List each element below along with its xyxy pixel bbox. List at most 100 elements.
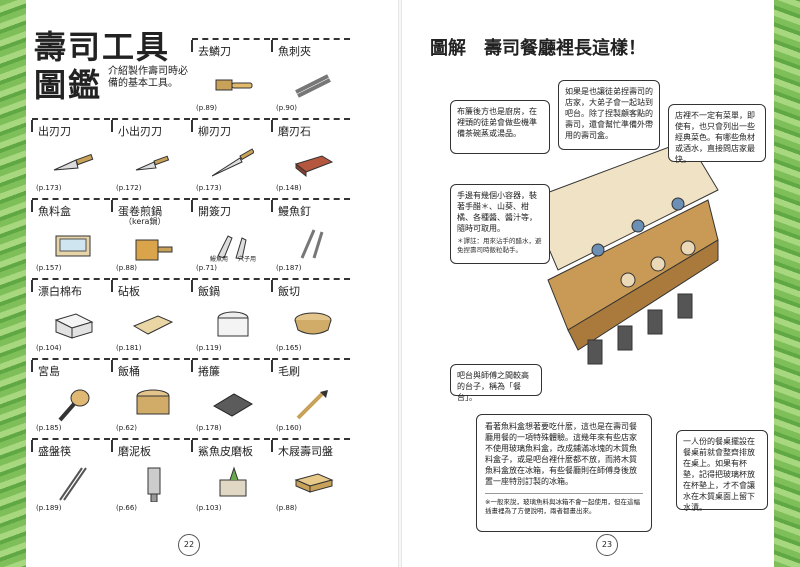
page-ref: (p.172)	[116, 184, 142, 192]
note-containers-text: 手邊有幾個小容器，裝著手醋＊、山葵、柑橘、各種醬、醬汁等，隨時可取用。	[457, 191, 537, 233]
tool-cell: 飯桶 (p.62)	[111, 358, 190, 438]
tool-cell: 鯊魚皮磨板 (p.103)	[191, 438, 270, 518]
tool-cell: 宮島 (p.185)	[31, 358, 110, 438]
tool-cell: 開簽刀 鰻魚用 穴子用 (p.71)	[191, 198, 270, 278]
page-title: 壽司工具 圖鑑	[34, 28, 170, 104]
deba-knife-icon	[53, 153, 94, 171]
tamagoyaki-pan-icon	[135, 239, 173, 261]
tool-label: 小出刃刀	[118, 125, 162, 138]
tool-label: 鯊魚皮磨板	[198, 445, 253, 458]
left-page: 壽司工具 圖鑑 介紹製作壽司時必備的基本工具。 去鱗刀 (p.89) 魚刺夾 (…	[26, 0, 400, 567]
tool-cell: 小出刃刀 (p.172)	[111, 118, 190, 198]
eel-pick-icon	[300, 229, 324, 259]
tool-label: 捲簾	[198, 365, 220, 378]
hangiri-icon	[294, 312, 332, 335]
small-deba-knife-icon	[135, 155, 170, 171]
grater-icon	[147, 467, 161, 502]
page-number: 22	[178, 534, 200, 556]
page-ref: (p.187)	[276, 264, 302, 272]
note-menu: 店裡不一定有菜單，即使有，也只會列出一些經典菜色。有哪些魚材或酒水，直接問店家最…	[668, 104, 766, 164]
restaurant-illustration	[527, 139, 719, 365]
note-fish-case: 看著魚料盒想著要吃什麼，這也是在壽司餐廳用餐的一項特殊體驗。這幾年來有些店家不使…	[476, 414, 652, 532]
rice-paddle-icon	[58, 389, 90, 422]
tool-cell: 鰻魚釘 (p.187)	[271, 198, 350, 278]
page-ref: (p.181)	[116, 344, 142, 352]
scaler-icon	[215, 79, 253, 91]
book-gutter	[398, 0, 402, 567]
page-ref: (p.148)	[276, 184, 302, 192]
brush-icon	[296, 390, 328, 420]
note-apprentice: 如果是也讓徒弟捏壽司的店家，大弟子會一起站到吧台。除了捏製顧客點的壽司，還會幫忙…	[558, 80, 660, 150]
bamboo-mat-icon	[213, 393, 253, 417]
geta-platter-icon	[294, 473, 334, 493]
tool-cell: 飯鍋 (p.119)	[191, 278, 270, 358]
title-line-2: 圖鑑	[34, 66, 103, 104]
tool-label: 飯桶	[118, 365, 140, 378]
note-placemat: 一人份的餐桌擺設在餐桌前就會整齊排放在桌上。如果有杯墊，記得把玻璃杯放在杯墊上，…	[676, 430, 768, 512]
tool-cell: 漂白棉布 (p.104)	[31, 278, 110, 358]
page-ref: (p.173)	[196, 184, 222, 192]
note-fish-case-text: 看著魚料盒想著要吃什麼，這也是在壽司餐廳用餐的一項特殊體驗。這幾年來有些店家不使…	[485, 422, 637, 486]
page-ref: (p.89)	[196, 104, 218, 112]
tweezers-icon	[295, 74, 331, 98]
note-kitchen: 布簾後方也是廚房，在裡頭的徒弟會做些機準備茶碗蒸或湯品。	[450, 100, 550, 154]
page-ref: (p.160)	[276, 424, 302, 432]
tool-label: 蛋卷煎鍋	[118, 205, 162, 218]
tool-cell: 盛盤筷 (p.189)	[31, 438, 110, 518]
page-ref: (p.189)	[36, 504, 62, 512]
cotton-cloth-icon	[54, 313, 94, 339]
tool-cell: 毛刷 (p.160)	[271, 358, 350, 438]
intro-text: 介紹製作壽司時必備的基本工具。	[108, 66, 188, 89]
page-ref: (p.185)	[36, 424, 62, 432]
tool-label: 魚刺夾	[278, 45, 311, 58]
tool-cell: 木屐壽司盤 (p.88)	[271, 438, 350, 518]
fish-case-icon	[55, 235, 91, 257]
rice-cooker-icon	[217, 311, 249, 337]
tool-label: 木屐壽司盤	[278, 445, 333, 458]
tool-label: 出刃刀	[38, 125, 71, 138]
plating-chopsticks-icon	[59, 467, 87, 501]
tool-label: 開簽刀	[198, 205, 231, 218]
page-ref: (p.119)	[196, 344, 222, 352]
sharkskin-grater-icon	[219, 466, 247, 497]
tool-cell: 磨泥板 (p.66)	[111, 438, 190, 518]
page-number: 23	[596, 534, 618, 556]
tool-cell: 捲簾 (p.178)	[191, 358, 270, 438]
page-ref: (p.88)	[116, 264, 138, 272]
page-ref: (p.66)	[116, 504, 138, 512]
tool-cell: 魚刺夾 (p.90)	[271, 38, 350, 118]
tool-cell: 飯切 (p.165)	[271, 278, 350, 358]
tool-label: 毛刷	[278, 365, 300, 378]
page-ref: (p.62)	[116, 424, 138, 432]
tool-cell: 出刃刀 (p.173)	[31, 118, 110, 198]
page-ref: (p.157)	[36, 264, 62, 272]
note-fish-case-footnote: ※一般來說，玻璃魚料與冰箱不會一起使用，但在這幅插畫裡為了方便說明，兩者都畫出來…	[485, 493, 643, 516]
left-leaf-border	[0, 0, 26, 567]
page-ref: (p.103)	[196, 504, 222, 512]
tool-cell: 蛋卷煎鍋 （kera鍋） (p.88)	[111, 198, 190, 278]
page-ref: (p.88)	[276, 504, 298, 512]
tool-cell: 柳刃刀 (p.173)	[191, 118, 270, 198]
knife-label: 鰻魚用	[210, 256, 229, 263]
tool-cell: 去鱗刀 (p.89)	[191, 38, 270, 118]
note-containers: 手邊有幾個小容器，裝著手醋＊、山葵、柑橘、各種醬、醬汁等，隨時可取用。 ＊譯註：…	[450, 184, 550, 264]
tool-label: 飯鍋	[198, 285, 220, 298]
tool-label: 砧板	[118, 285, 140, 298]
tool-label: 鰻魚釘	[278, 205, 311, 218]
tool-label: 去鱗刀	[198, 45, 231, 58]
tool-label: 盛盤筷	[38, 445, 71, 458]
title-line-1: 壽司工具	[34, 28, 171, 66]
tool-cell: 魚料盒 (p.157)	[31, 198, 110, 278]
tool-sublabel: （kera鍋）	[124, 217, 166, 226]
tool-label: 磨泥板	[118, 445, 151, 458]
right-page: 圖解 壽司餐廳裡長這樣！ 布簾後方也是廚房，在裡頭的徒弟會做些機準備茶碗蒸或湯品…	[400, 0, 774, 567]
tool-label: 飯切	[278, 285, 300, 298]
tool-label: 宮島	[38, 365, 60, 378]
tool-label: 魚料盒	[38, 205, 71, 218]
whetstone-icon	[294, 155, 334, 178]
page-ref: (p.90)	[276, 104, 298, 112]
page-ref: (p.104)	[36, 344, 62, 352]
tool-cell: 磨刃石 (p.148)	[271, 118, 350, 198]
note-counter: 吧台與師傅之間較高的台子，稱為「餐台」。	[450, 364, 542, 402]
